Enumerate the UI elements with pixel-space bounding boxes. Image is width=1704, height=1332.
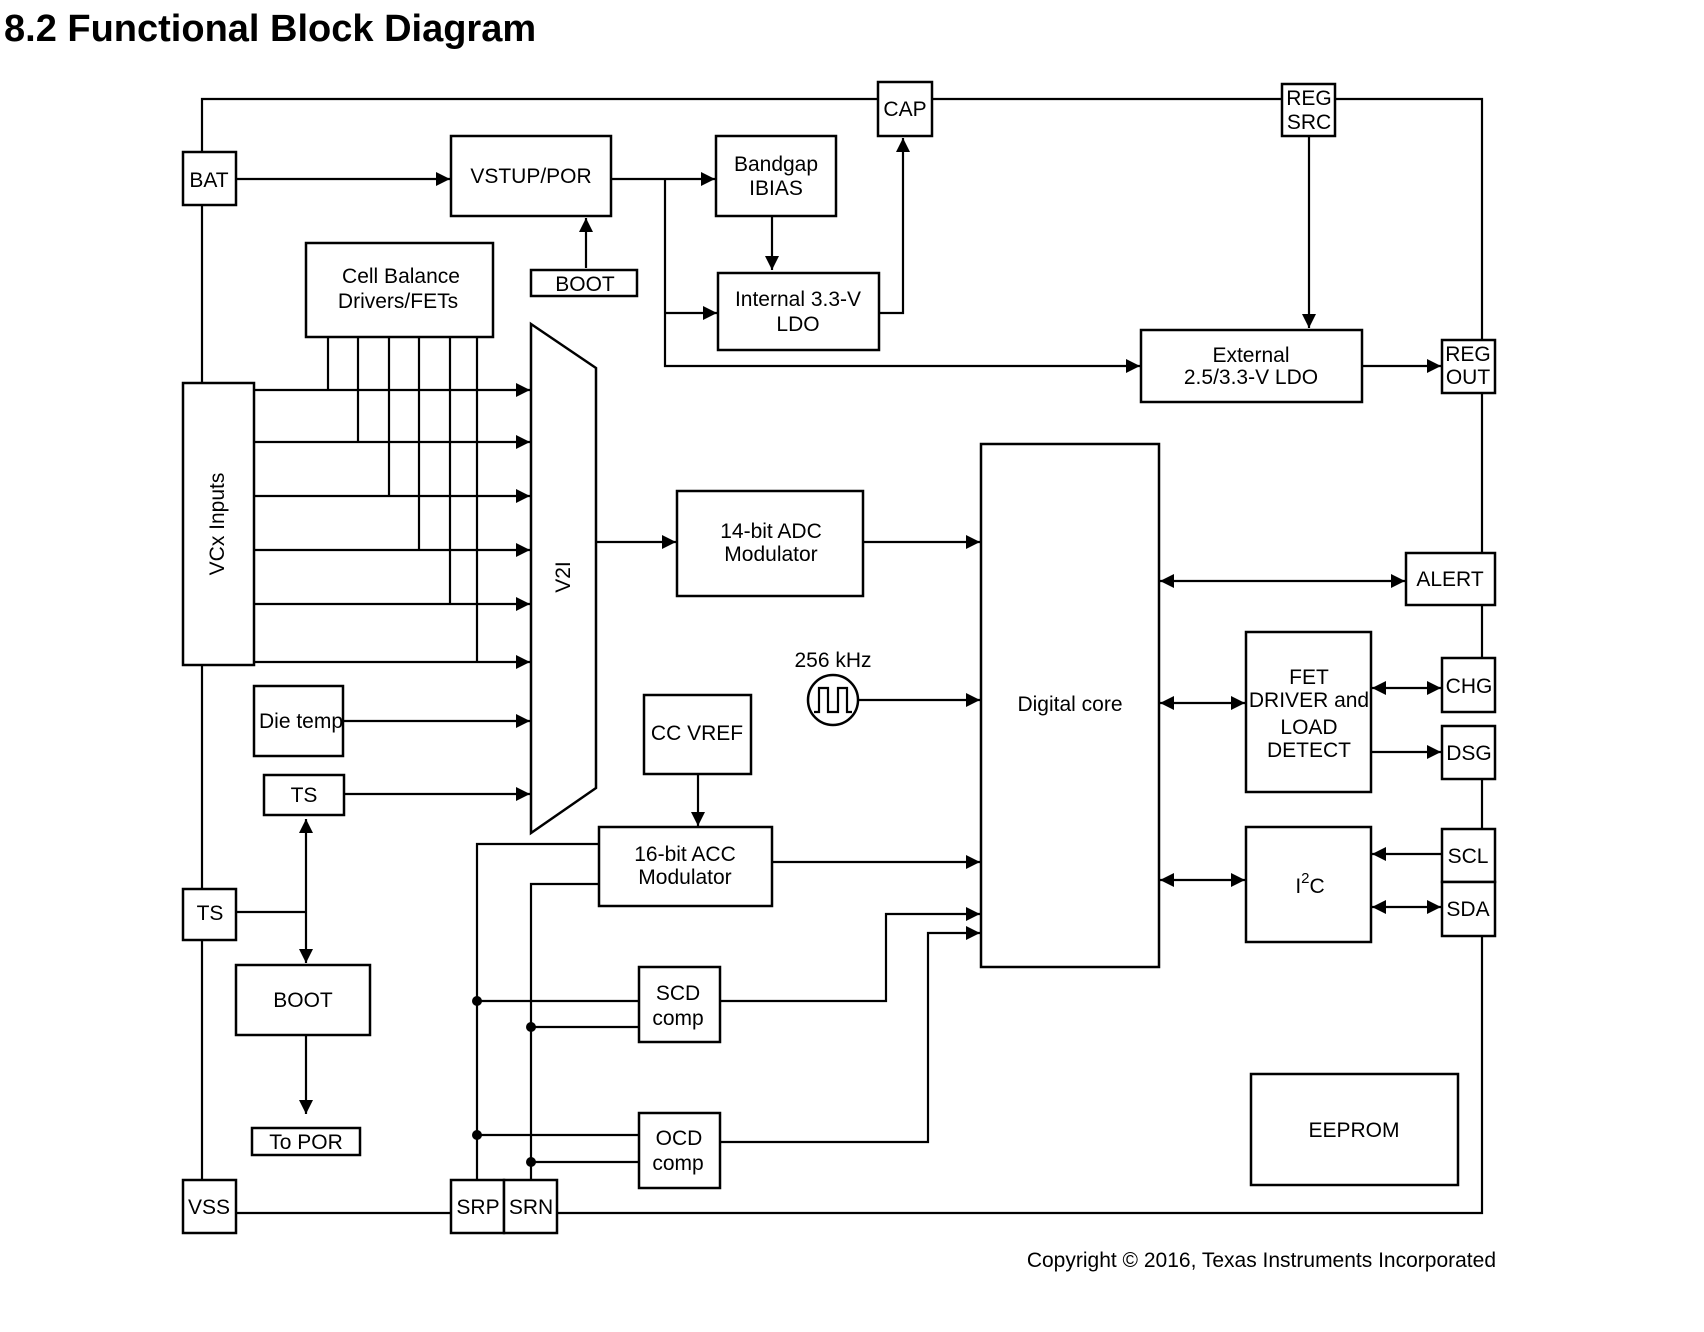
- svg-text:Modulator: Modulator: [724, 543, 817, 566]
- svg-text:SRN: SRN: [509, 1196, 553, 1219]
- svg-text:External: External: [1212, 344, 1289, 367]
- srn-pin: SRN: [502, 1178, 559, 1235]
- reg-src-pin: REG SRC: [1280, 82, 1337, 138]
- scl-pin: SCL: [1440, 827, 1497, 884]
- svg-text:Cell Balance: Cell Balance: [342, 265, 460, 288]
- svg-text:OCD: OCD: [656, 1127, 703, 1150]
- cell-balance-block: Cell Balance Drivers/FETs: [304, 241, 495, 339]
- svg-text:comp: comp: [652, 1152, 703, 1175]
- svg-text:LDO: LDO: [776, 313, 819, 336]
- dsg-pin: DSG: [1440, 724, 1497, 781]
- alert-pin: ALERT: [1404, 551, 1497, 607]
- clock-icon: [806, 673, 860, 727]
- boot-label-top: BOOT: [529, 268, 639, 298]
- vstup-por-block: VSTUP/POR: [449, 134, 613, 218]
- svg-text:CC VREF: CC VREF: [651, 722, 743, 745]
- svg-text:LOAD: LOAD: [1280, 716, 1337, 739]
- ocd-comp-block: OCD comp: [637, 1111, 722, 1190]
- wire-bottom-bus: [558, 937, 1484, 1215]
- svg-text:Internal 3.3-V: Internal 3.3-V: [735, 288, 861, 311]
- adc-block: 14-bit ADC Modulator: [675, 489, 865, 598]
- svg-text:BAT: BAT: [189, 169, 228, 192]
- svg-text:DSG: DSG: [1446, 742, 1492, 765]
- svg-text:Die temp: Die temp: [259, 710, 343, 733]
- svg-text:OUT: OUT: [1446, 366, 1491, 389]
- eeprom-block: EEPROM: [1249, 1072, 1460, 1187]
- svg-text:DETECT: DETECT: [1267, 739, 1351, 762]
- clock-label: 256 kHz: [794, 649, 871, 672]
- wire-srp: [475, 842, 598, 1180]
- svg-text:V2I: V2I: [552, 561, 575, 593]
- svg-text:VCx Inputs: VCx Inputs: [206, 473, 229, 576]
- svg-text:SRP: SRP: [456, 1196, 499, 1219]
- cc-vref-block: CC VREF: [642, 693, 753, 776]
- svg-text:VSS: VSS: [188, 1196, 230, 1219]
- svg-text:I2C: I2C: [1295, 870, 1324, 898]
- to-por-label: To POR: [250, 1126, 362, 1157]
- die-temp-block: Die temp: [252, 684, 345, 758]
- svg-text:BOOT: BOOT: [555, 273, 615, 296]
- svg-text:SDA: SDA: [1446, 898, 1489, 921]
- svg-text:14-bit ADC: 14-bit ADC: [720, 520, 822, 543]
- bandgap-block: Bandgap IBIAS: [714, 134, 838, 218]
- clock-source: 256 kHz: [794, 649, 872, 727]
- ts-internal-block: TS: [262, 773, 346, 817]
- wire-ldo-cap: [879, 138, 910, 315]
- svg-text:SCD: SCD: [656, 982, 700, 1005]
- svg-text:CHG: CHG: [1446, 675, 1493, 698]
- wire-ocd-core: [720, 926, 980, 1144]
- svg-text:SCL: SCL: [1448, 845, 1489, 868]
- svg-text:ALERT: ALERT: [1416, 568, 1483, 591]
- i2c-block: I2C: [1244, 825, 1373, 944]
- fet-driver-block: FET DRIVER and LOAD DETECT: [1244, 630, 1373, 794]
- svg-text:CAP: CAP: [883, 98, 926, 121]
- svg-text:Digital core: Digital core: [1017, 693, 1122, 716]
- bat-pin: BAT: [181, 150, 238, 207]
- svg-text:comp: comp: [652, 1007, 703, 1030]
- boot-block: BOOT: [234, 963, 372, 1037]
- acc-block: 16-bit ACC Modulator: [597, 825, 774, 908]
- scd-comp-block: SCD comp: [637, 965, 722, 1044]
- svg-text:To POR: To POR: [269, 1131, 343, 1154]
- svg-text:REG: REG: [1286, 87, 1332, 110]
- digital-core-block: Digital core: [979, 442, 1161, 969]
- svg-text:DRIVER and: DRIVER and: [1249, 689, 1369, 712]
- junction-dots: [472, 996, 536, 1167]
- wire-vstup-down: [663, 179, 1140, 373]
- svg-text:TS: TS: [291, 784, 318, 807]
- svg-text:IBIAS: IBIAS: [749, 177, 803, 200]
- chg-pin: CHG: [1440, 656, 1497, 714]
- vcx-inputs-pin: VCx Inputs: [181, 381, 256, 667]
- svg-text:Modulator: Modulator: [638, 866, 731, 889]
- wires: [200, 97, 1484, 1215]
- sda-pin: SDA: [1440, 880, 1497, 938]
- wire-top-bus: [200, 97, 1484, 343]
- svg-text:EEPROM: EEPROM: [1308, 1119, 1399, 1142]
- svg-text:2.5/3.3-V LDO: 2.5/3.3-V LDO: [1184, 366, 1318, 389]
- copyright-text: Copyright © 2016, Texas Instruments Inco…: [1027, 1249, 1496, 1272]
- wire-srn: [529, 882, 598, 1180]
- internal-ldo-block: Internal 3.3-V LDO: [716, 271, 881, 352]
- svg-text:Drivers/FETs: Drivers/FETs: [338, 290, 458, 313]
- ts-pin: TS: [181, 887, 238, 942]
- svg-text:TS: TS: [197, 902, 224, 925]
- svg-text:16-bit ACC: 16-bit ACC: [634, 843, 736, 866]
- vss-pin: VSS: [181, 1178, 238, 1235]
- svg-text:FET: FET: [1289, 666, 1329, 689]
- svg-text:SRC: SRC: [1287, 111, 1331, 134]
- svg-text:VSTUP/POR: VSTUP/POR: [470, 165, 591, 188]
- v2i-block: V2I: [529, 321, 598, 836]
- external-ldo-block: External 2.5/3.3-V LDO: [1139, 328, 1364, 404]
- cap-pin: CAP: [876, 80, 934, 138]
- page-title: 8.2 Functional Block Diagram: [4, 8, 537, 50]
- svg-text:Bandgap: Bandgap: [734, 153, 818, 176]
- svg-text:REG: REG: [1445, 343, 1491, 366]
- svg-text:BOOT: BOOT: [273, 989, 333, 1012]
- reg-out-pin: REG OUT: [1440, 338, 1497, 395]
- wire-scd-core: [720, 907, 980, 1003]
- srp-pin: SRP: [449, 1178, 506, 1235]
